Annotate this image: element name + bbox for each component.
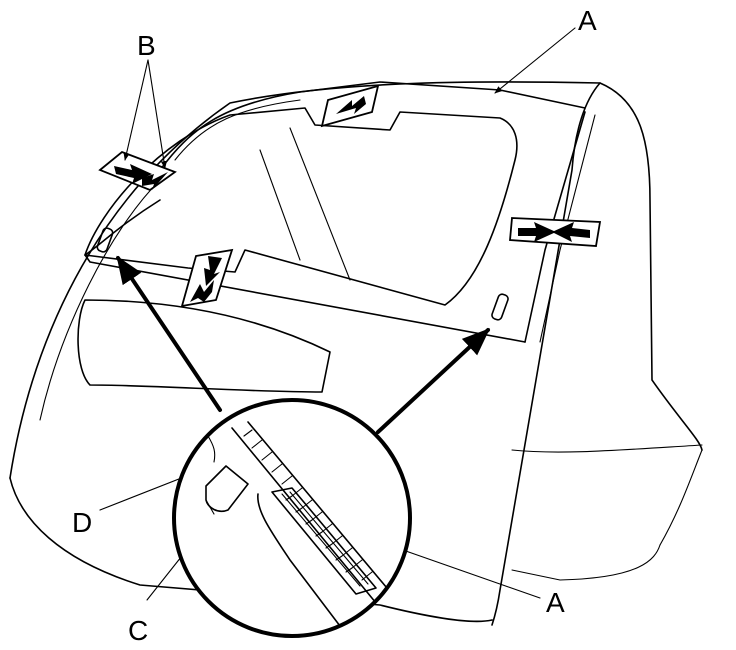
detail-magnifier: [172, 398, 412, 638]
license-plate-recess: [77, 299, 331, 393]
detail-pointer-arrows: [116, 255, 491, 434]
adhesive-pad-top-center: [320, 84, 380, 128]
label-a-bottom: A: [546, 587, 565, 618]
side-trim-slot-right: [491, 293, 509, 321]
adhesive-pad-right-side: [509, 217, 602, 247]
label-b: B: [137, 30, 156, 61]
tailgate-edge: [524, 111, 596, 343]
vehicle-body-outline: [9, 81, 703, 626]
label-d: D: [72, 507, 92, 538]
label-c: C: [128, 615, 148, 646]
adhesive-pad-upper-left: [98, 150, 177, 192]
roof-spoiler: [159, 81, 586, 171]
label-a-top: A: [578, 5, 597, 36]
side-trim-slot-left: [96, 227, 114, 253]
adhesive-pad-lower-center: [180, 248, 234, 308]
